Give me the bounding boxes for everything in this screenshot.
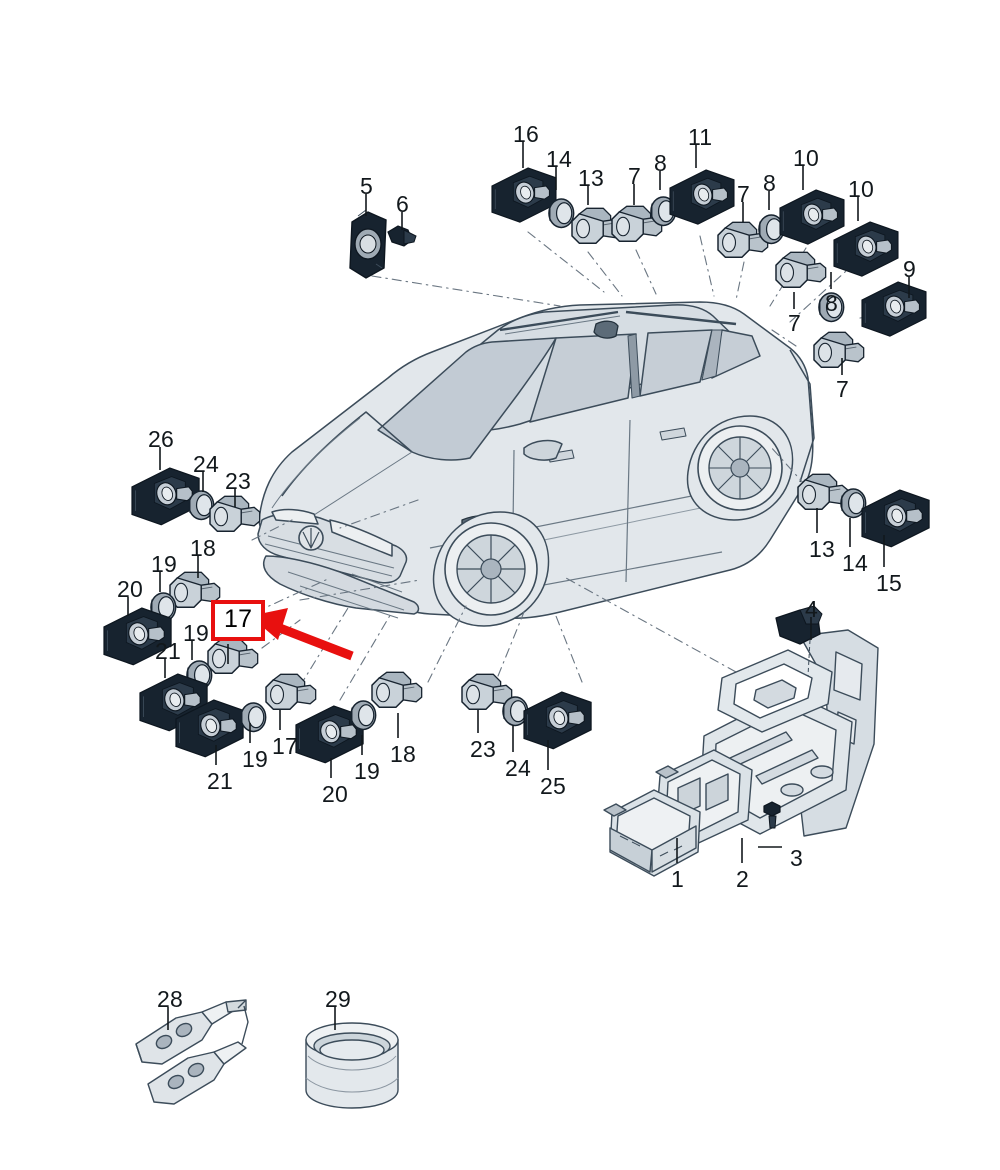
highlight-arrow: [250, 608, 354, 661]
callout-14: 14: [546, 146, 572, 172]
callout-26: 26: [148, 426, 174, 452]
callout-7: 7: [737, 181, 750, 207]
callout-19: 19: [151, 551, 177, 577]
callout-19: 19: [183, 620, 209, 646]
callout-9: 9: [903, 256, 916, 282]
callout-24: 24: [193, 451, 219, 477]
callout-7: 7: [788, 310, 801, 336]
callout-13: 13: [578, 165, 604, 191]
callout-11: 11: [688, 124, 713, 150]
tool-29-socket: [305, 1022, 399, 1109]
callout-19: 19: [242, 746, 268, 772]
callout-10: 10: [848, 176, 874, 202]
callout-8: 8: [654, 150, 667, 176]
highlighted-callout-17[interactable]: 17: [211, 600, 266, 641]
tool-28-release-keys: [135, 999, 249, 1105]
callout-6: 6: [396, 191, 409, 217]
callout-20: 20: [322, 781, 348, 807]
callout-18: 18: [190, 535, 216, 561]
callout-2: 2: [736, 866, 749, 892]
callout-29: 29: [325, 986, 351, 1012]
callout-4: 4: [805, 596, 818, 622]
callout-24: 24: [505, 755, 531, 781]
vehicle-outline: [257, 301, 815, 627]
callout-10: 10: [793, 145, 819, 171]
callout-7: 7: [628, 163, 641, 189]
callout-16: 16: [513, 121, 539, 147]
camera-module-group: [349, 209, 417, 279]
callout-23: 23: [225, 468, 251, 494]
callout-21: 21: [155, 638, 181, 664]
callout-8: 8: [763, 170, 776, 196]
callout-20: 20: [117, 576, 143, 602]
callout-21: 21: [207, 768, 233, 794]
callout-23: 23: [470, 736, 496, 762]
callout-18: 18: [390, 741, 416, 767]
callout-3: 3: [790, 845, 803, 871]
callout-5: 5: [360, 173, 373, 199]
callout-19: 19: [354, 758, 380, 784]
callout-14: 14: [842, 550, 868, 576]
callout-13: 13: [809, 536, 835, 562]
callout-8: 8: [825, 290, 838, 316]
callout-28: 28: [157, 986, 183, 1012]
callout-7: 7: [836, 376, 849, 402]
callout-17: 17: [272, 733, 298, 759]
callout-15: 15: [876, 570, 902, 596]
control-unit-assembly: [603, 605, 879, 877]
callout-1: 1: [671, 866, 684, 892]
callout-25: 25: [540, 773, 566, 799]
